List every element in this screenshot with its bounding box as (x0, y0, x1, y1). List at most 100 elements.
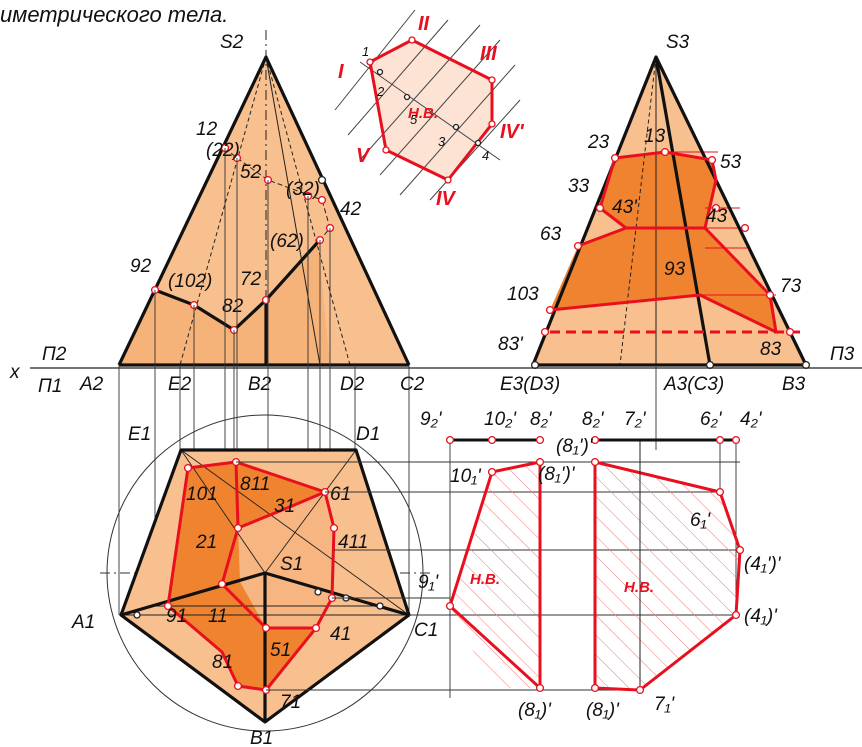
label-num-4: 4 (482, 148, 489, 163)
label-hv-b: Н.В. (624, 579, 654, 596)
label-s3: S3 (666, 32, 690, 53)
label-roman-iii: III (480, 43, 497, 65)
label-4-1-prime-prime: (4₁')' (744, 554, 782, 575)
label-8-1-prime-a: (8₁)' (518, 700, 552, 721)
label-num-5: 5 (410, 112, 418, 127)
label-hv-small: Н.В. (408, 105, 438, 122)
label-e3-d3: E3(D3) (500, 374, 560, 395)
label-c1: C1 (414, 620, 438, 641)
header-text: иметрического тела. (0, 2, 228, 27)
projection-axis: x П2 П1 П3 A2 E2 B2 D2 C2 E3(D3) A3(C3) … (9, 344, 862, 397)
top-pentagon-outline (119, 448, 411, 724)
label-b2: B2 (248, 374, 272, 395)
front-shaded-region (119, 242, 330, 365)
label-roman-i: I (338, 61, 344, 83)
label-7-2: 72 (240, 269, 262, 290)
label-3-1: 31 (274, 496, 295, 517)
label-8-3-prime: 83' (498, 334, 524, 355)
label-7-1-prime: 7₁' (654, 694, 676, 715)
label-4-2-prime: 4₂' (740, 409, 763, 430)
label-8-2-prime-b: 8₂' (582, 409, 605, 430)
top-view: A1 E1 D1 C1 B1 S1 101 811 31 61 21 411 9… (71, 414, 440, 747)
label-num-2: 2 (376, 84, 385, 99)
label-9-2: 92 (130, 256, 152, 277)
label-3-2: (32) (286, 179, 320, 200)
side-ridge-line (654, 56, 712, 366)
label-10-1: 101 (186, 484, 218, 505)
side-section-fill-top (600, 152, 716, 228)
label-10-2-prime: 10₂' (484, 409, 517, 430)
true-shape-b: Н.В. 8₂' 7₂' 6₂' 4₂' (8₁')' 6₁' (4₁')' (… (556, 409, 782, 721)
label-6-1-prime: 6₁' (690, 510, 712, 531)
front-pyramid-outline (117, 55, 411, 366)
label-s1: S1 (280, 554, 303, 575)
side-section-fill-bottom (550, 228, 776, 332)
true-shape-small: I II III IV' IV V Н.В. 1 2 5 3 4 (334, 9, 525, 210)
label-c2: C2 (400, 374, 425, 395)
label-1-3: 13 (644, 126, 666, 147)
label-10-3: 103 (507, 284, 539, 305)
label-8-1-prime-b: (8₁)' (586, 700, 620, 721)
label-8-1-prime-prime-a: (8₁')' (538, 464, 576, 485)
label-p2: П2 (42, 344, 67, 365)
label-3-3: 33 (568, 176, 590, 197)
label-4-3: 43 (706, 206, 728, 227)
label-5-2: 52 (240, 162, 262, 183)
label-9-2-prime: 9₂' (420, 409, 443, 430)
label-8-2-prime-a: 8₂' (530, 409, 553, 430)
label-9-3: 93 (664, 259, 686, 280)
label-6-3: 63 (540, 224, 562, 245)
label-p3: П3 (830, 344, 855, 365)
label-8-1-prime: 811 (240, 474, 270, 495)
label-8-2: 82 (222, 296, 244, 317)
label-7-2-prime: 7₂' (624, 409, 647, 430)
front-pyramid-fill (119, 57, 409, 365)
label-d1: D1 (356, 424, 380, 445)
label-2-3: 23 (587, 132, 610, 153)
label-a2: A2 (79, 374, 104, 395)
label-7-1: 71 (280, 692, 301, 713)
label-roman-iv-prime: IV' (500, 121, 525, 143)
label-9-1: 91 (166, 606, 187, 627)
label-p1: П1 (38, 376, 62, 397)
label-1-1: 11 (208, 606, 228, 627)
label-5-3: 53 (720, 152, 742, 173)
label-10-1-prime: 10₁' (450, 466, 482, 487)
label-8-1-prime-prime-b: (8₁')' (556, 436, 594, 457)
label-num-1: 1 (362, 44, 369, 59)
true-shape-a: Н.В. 9₂' 10₂' 8₂' 10₁' (8₁')' (8₁)' (420, 409, 576, 721)
label-a3-c3: A3(C3) (663, 374, 724, 395)
label-4-1-prime-b: (4₁)' (744, 606, 778, 627)
label-4-3-prime: 43' (612, 197, 638, 218)
label-hv-a: Н.В. (470, 571, 500, 588)
label-4-2: 42 (340, 199, 362, 220)
label-x: x (9, 362, 21, 383)
side-pyramid-outline (531, 55, 808, 366)
label-6-2-prime: 6₂' (700, 409, 723, 430)
label-2-1: 21 (195, 532, 217, 553)
label-4-1: 41 (330, 624, 351, 645)
label-6-1: 61 (330, 484, 351, 505)
label-roman-iv: IV (436, 188, 457, 210)
label-10-2: (102) (168, 271, 212, 292)
label-2-2: (22) (206, 140, 240, 161)
label-8-1: 81 (212, 652, 233, 673)
label-e1: E1 (128, 424, 151, 445)
label-roman-ii: II (418, 13, 430, 35)
label-b3: B3 (782, 374, 806, 395)
label-8-3: 83 (760, 339, 782, 360)
label-s2: S2 (220, 32, 244, 53)
label-1-2: 12 (196, 119, 218, 140)
side-view: S3 23 13 53 33 43' 43 63 93 103 73 83' 8… (498, 32, 811, 370)
label-5-1: 51 (270, 640, 291, 661)
label-7-3: 73 (780, 276, 802, 297)
front-view: S2 12 (22) 52 (32) 42 (62) 92 (102) 72 8… (117, 30, 411, 367)
label-num-3: 3 (438, 134, 446, 149)
label-roman-v: V (356, 145, 371, 167)
label-9-1-prime: 9₁' (418, 572, 440, 593)
label-b1: B1 (250, 728, 273, 747)
label-6-2: (62) (270, 231, 304, 252)
label-a1: A1 (71, 612, 95, 633)
label-d2: D2 (340, 374, 365, 395)
